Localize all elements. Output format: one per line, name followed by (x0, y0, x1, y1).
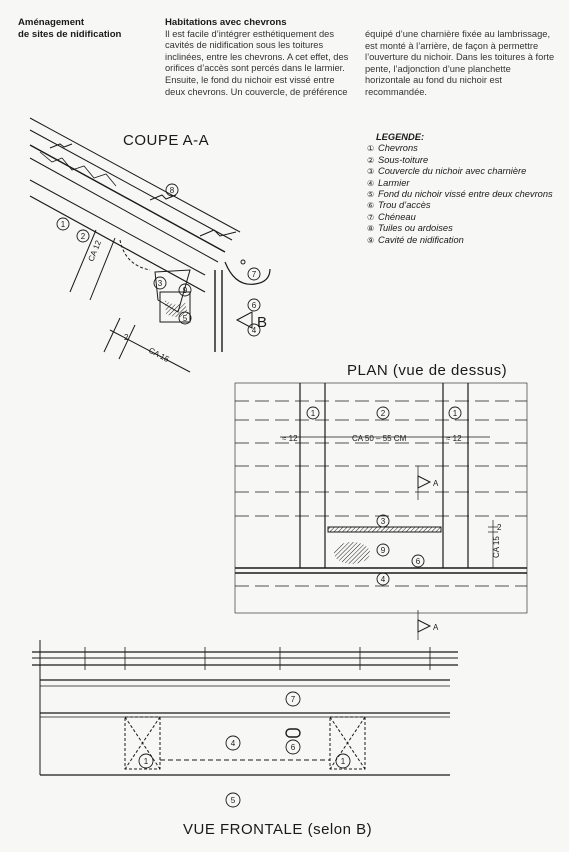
plan-drawing (234, 382, 528, 640)
marker-3: 3 (158, 279, 163, 288)
plan-dim-ca15: CA 15 (492, 536, 501, 558)
legend-title: LEGENDE: (376, 132, 425, 142)
marker-4: 4 (231, 739, 236, 748)
front-view-title: VUE FRONTALE (selon B) (183, 821, 373, 838)
marker-1: 1 (341, 757, 346, 766)
marker-9: 9 (381, 546, 386, 555)
plan-dim-center: CA 50 – 55 CM (352, 434, 407, 443)
view-mark-b: B (257, 314, 267, 331)
marker-8: 8 (170, 186, 175, 195)
marker-7: 7 (252, 270, 257, 279)
intro-column: Habitations avec chevrons Il est facile … (165, 17, 355, 98)
marker-7: 7 (291, 695, 296, 704)
intro-paragraph-1: Il est facile d’intégrer esthétiquement … (165, 28, 349, 97)
intro-paragraph-2: équipé d’une charnière fixée au lambriss… (365, 29, 555, 97)
section-title: Habitations avec chevrons (165, 17, 287, 28)
marker-4: 4 (252, 326, 257, 335)
marker-6: 6 (291, 743, 296, 752)
marker-6: 6 (252, 301, 257, 310)
side-title-line1: Aménagement (18, 17, 85, 28)
marker-1: 1 (453, 409, 458, 418)
marker-1: 1 (311, 409, 316, 418)
marker-2: 2 (381, 409, 386, 418)
marker-5: 5 (183, 314, 188, 323)
marker-4: 4 (381, 575, 386, 584)
marker-1: 1 (144, 757, 149, 766)
dim-ca12: CA 12 (87, 239, 104, 263)
marker-6: 6 (416, 557, 421, 566)
plan-mark-a: A (433, 623, 439, 632)
section-view-title: COUPE A-A (123, 132, 210, 149)
marker-2: 2 (81, 232, 86, 241)
side-title-line2: de sites de nidification (18, 29, 122, 40)
marker-9: 9 (183, 286, 188, 295)
plan-mark-a: A (433, 479, 439, 488)
dim-ca15: CA 15 (147, 346, 171, 364)
dim-2: 2 (124, 333, 129, 342)
marker-1: 1 (61, 220, 66, 229)
plan-view-title: PLAN (vue de dessus) (347, 362, 508, 379)
marker-5: 5 (231, 796, 236, 805)
marker-3: 3 (381, 517, 386, 526)
plan-dim-2: 2 (497, 523, 502, 532)
plan-dim-12-left: ≈ 12 (282, 434, 298, 443)
section-drawing (29, 117, 271, 373)
front-drawing (32, 640, 458, 776)
plan-dim-12-right: ≈ 12 (446, 434, 462, 443)
side-title: Aménagement de sites de nidification (18, 17, 148, 41)
